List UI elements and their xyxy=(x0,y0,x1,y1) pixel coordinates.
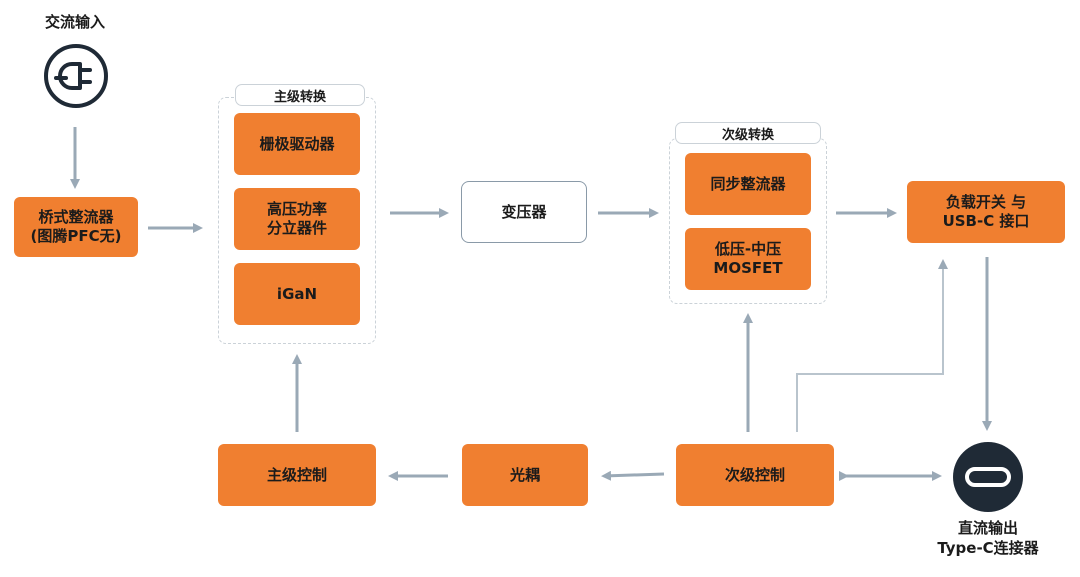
bridge-rectifier-block: 桥式整流器 (图腾PFC无) xyxy=(14,197,138,257)
power-plug-icon xyxy=(42,42,110,110)
dc-output-label: 直流输出 Type-C连接器 xyxy=(937,519,1039,557)
gate-driver-block: 栅极驱动器 xyxy=(234,113,360,175)
primary-conversion-label: 主级转换 xyxy=(235,84,365,106)
transformer-block: 变压器 xyxy=(461,181,587,243)
secondary-control-block: 次级控制 xyxy=(676,444,834,506)
igan-block: iGaN xyxy=(234,263,360,325)
usb-c-port-icon xyxy=(953,442,1023,512)
feedback-line-to-load-switch xyxy=(796,259,948,432)
secondary-conversion-label: 次级转换 xyxy=(675,122,821,144)
optocoupler-block: 光耦 xyxy=(462,444,588,506)
hv-power-discretes-block: 高压功率 分立器件 xyxy=(234,188,360,250)
load-switch-usbc-block: 负载开关 与 USB-C 接口 xyxy=(907,181,1065,243)
primary-control-block: 主级控制 xyxy=(218,444,376,506)
arrow-secondary-control-to-optocoupler xyxy=(601,470,665,481)
lv-mv-mosfet-block: 低压-中压 MOSFET xyxy=(685,228,811,290)
ac-input-label: 交流输入 xyxy=(44,13,105,31)
sync-rectifier-block: 同步整流器 xyxy=(685,153,811,215)
